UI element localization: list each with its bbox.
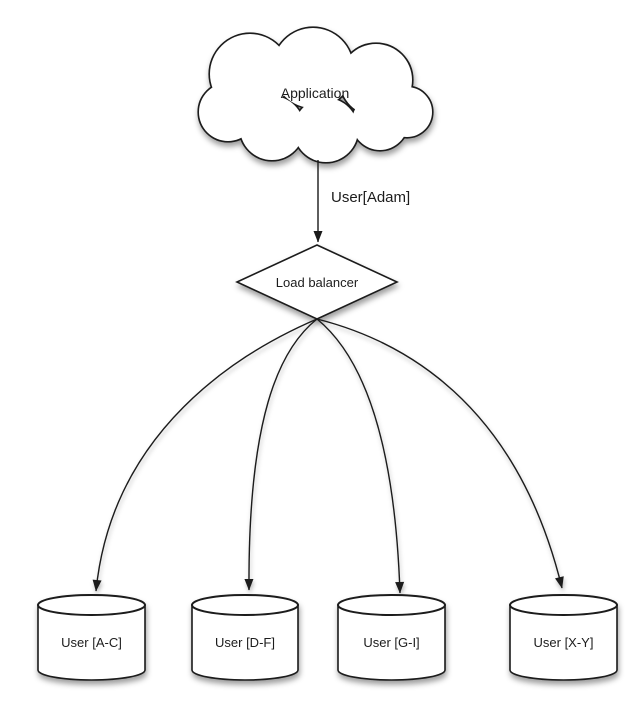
cylinder-top [37,594,146,616]
shard-1-label: User [A-C] [61,635,122,650]
edge-lb-to-shard-4-arrow [316,318,564,589]
edge-app-to-lb-label: User[Adam] [331,189,410,206]
shard-cylinder-2 [191,594,299,681]
cylinder-top [337,594,446,616]
cylinder-top [509,594,618,616]
application-cloud-node [197,26,434,164]
cloud-shape-fill [199,28,432,162]
cylinder-top [191,594,299,616]
edge-lb-to-shard-2-arrow [244,318,318,591]
cylinder-body [337,605,446,681]
shard-cylinder-4 [509,594,618,681]
shard-cylinder-3 [337,594,446,681]
edge-lb-to-shards-group [92,318,564,594]
load-balancer-label: Load balancer [276,275,359,290]
application-label: Application [281,85,350,101]
cylinder-body [509,605,618,681]
shard-2-label: User [D-F] [215,635,275,650]
cylinder-body [37,605,146,681]
edge-lb-to-shard-3-arrow [316,318,405,594]
shard-3-label: User [G-I] [363,635,419,650]
edge-lb-to-shard-1-arrow [92,318,318,592]
shard-4-label: User [X-Y] [534,635,594,650]
cylinder-body [191,605,299,681]
shard-cylinder-1 [37,594,146,681]
